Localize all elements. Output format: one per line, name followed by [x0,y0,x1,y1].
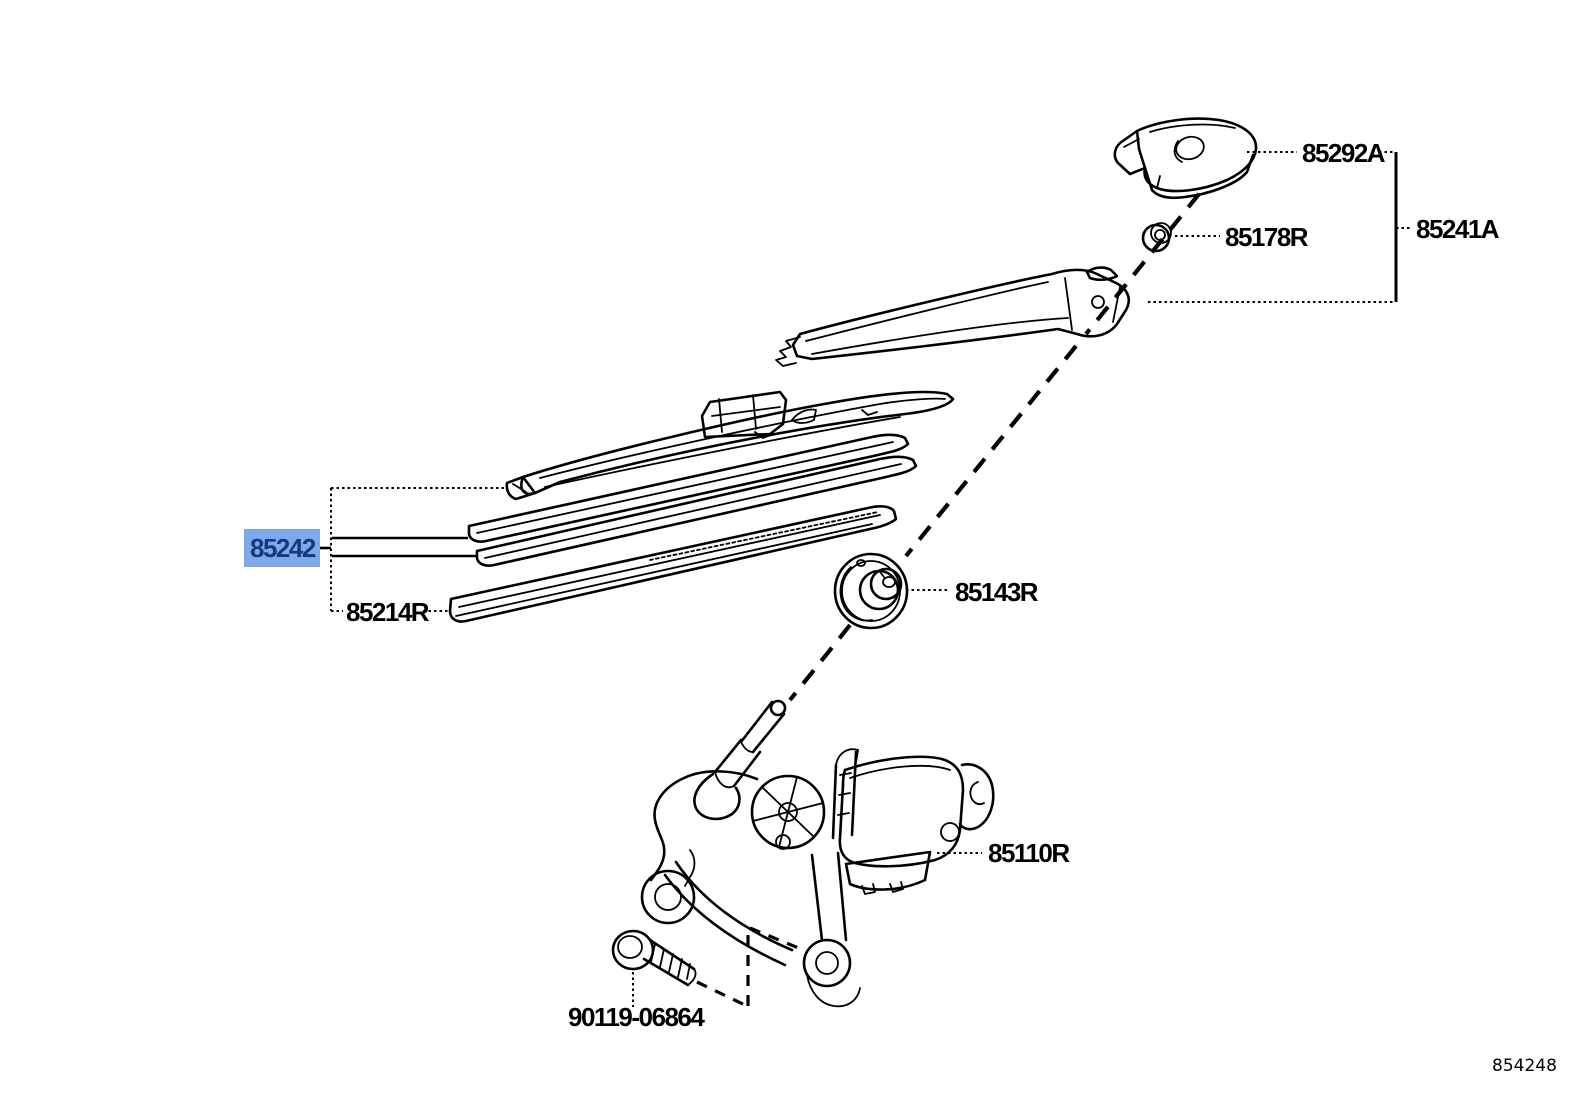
part-number-blade-backing-plate[interactable]: 85214R [346,597,431,627]
arm-nut-drawing[interactable] [1141,222,1172,253]
part-number-wiper-arm-assembly[interactable]: 85241A [1416,214,1501,244]
blade-rubber-strips-drawing[interactable] [467,433,918,567]
arm-head-cover-drawing[interactable] [1113,117,1258,200]
highlight-box [244,529,320,567]
blade-group-callout [318,487,504,612]
part-number-blade-rubber[interactable]: 85242 [250,533,317,563]
wiper-blade-drawing[interactable] [505,390,955,501]
part-number-mounting-screw[interactable]: 90119-06864 [568,1002,707,1032]
part-number-arm-nut[interactable]: 85178R [1225,222,1310,252]
part-label-85242[interactable]: 85242 [244,529,320,567]
part-number-pivot-grommet[interactable]: 85143R [955,577,1040,607]
arm-group-callout [1148,151,1411,303]
pivot-grommet-drawing[interactable] [833,552,909,630]
blade-backing-plate-drawing[interactable] [448,505,898,623]
part-number-wiper-motor[interactable]: 85110R [988,838,1072,868]
assembly-axis-lines [696,192,1201,1008]
wiper-motor-drawing[interactable] [640,699,995,1008]
part-number-arm-head-cover[interactable]: 85292A [1302,138,1387,168]
mounting-screw-drawing[interactable] [611,929,697,987]
figure-number: 854248 [1492,1056,1557,1076]
wiper-arm-drawing[interactable] [775,266,1130,367]
